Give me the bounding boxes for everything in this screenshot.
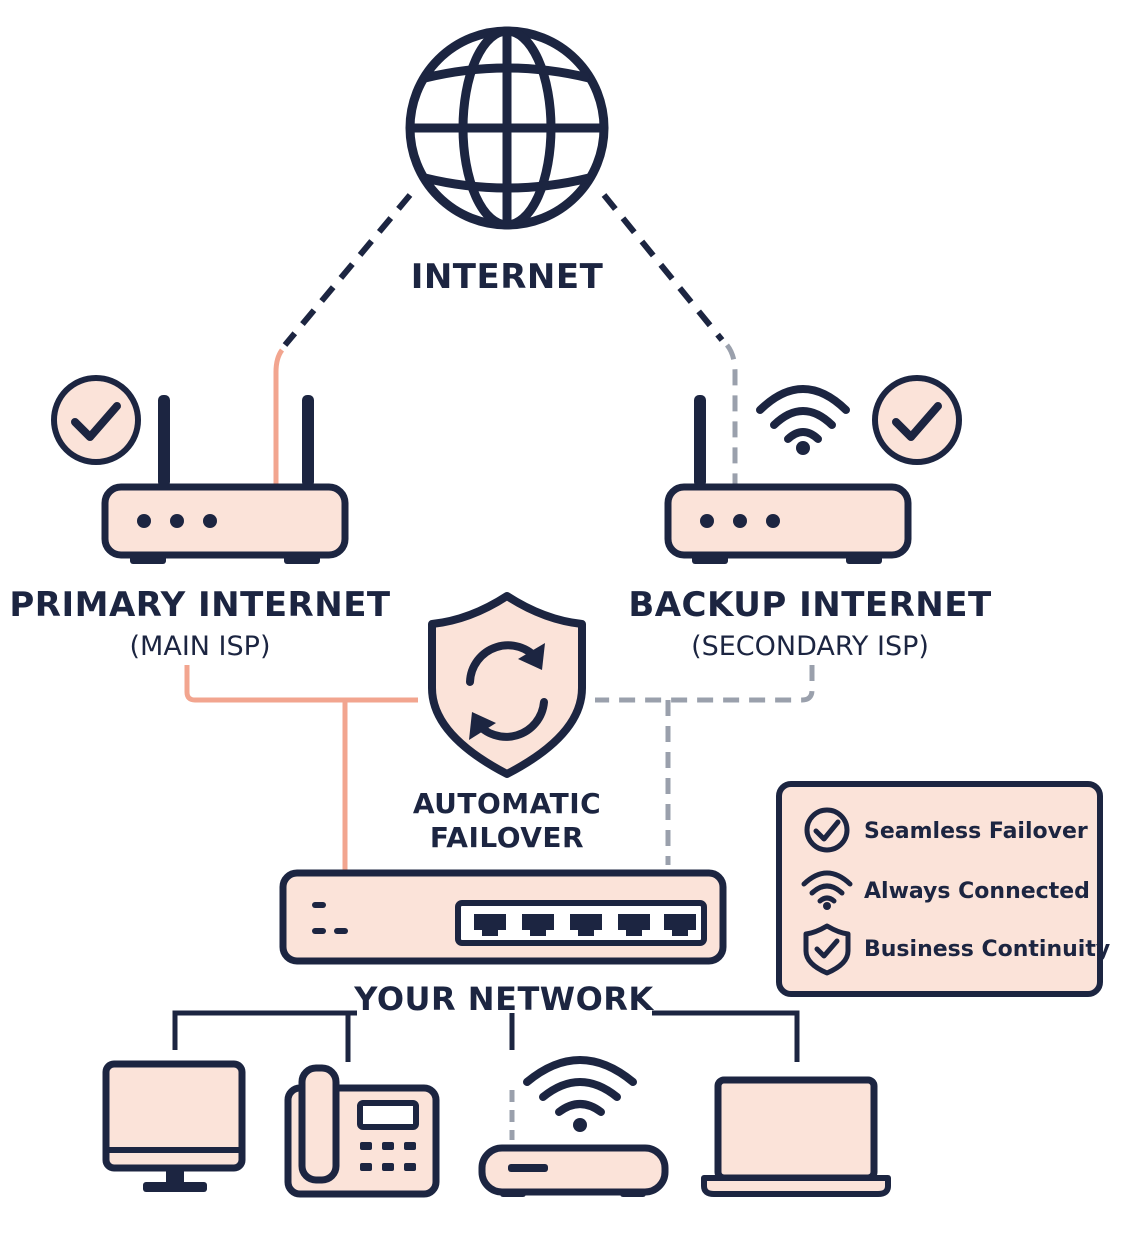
antenna-icon — [158, 395, 170, 487]
connection-lines — [172, 193, 815, 1140]
internet-to-primary-link — [282, 193, 413, 347]
backup-uplink — [724, 343, 738, 485]
wifi-icon — [756, 385, 850, 443]
primary-to-failover-link — [184, 665, 418, 703]
network-tree-left — [172, 1010, 357, 1062]
check-circle-icon — [804, 807, 850, 853]
legend-item-always-connected: Always Connected — [864, 879, 1090, 904]
primary-subtitle: (MAIN ISP) — [130, 631, 271, 662]
shield-sync-icon — [428, 592, 586, 778]
ethernet-ports — [474, 914, 696, 936]
backup-router — [664, 375, 962, 564]
network-tree-right — [652, 1010, 800, 1062]
primary-title: PRIMARY INTERNET — [9, 585, 391, 625]
backup-subtitle: (SECONDARY ISP) — [691, 631, 929, 662]
laptop-icon — [701, 1076, 891, 1197]
wifi-icon — [523, 1056, 637, 1116]
antenna-icon — [302, 395, 314, 487]
status-light — [733, 514, 747, 528]
internet-label: INTERNET — [411, 257, 604, 297]
legend-item-business-continuity: Business Continuity — [864, 937, 1110, 962]
internet-to-backup-link — [601, 193, 725, 342]
primary-router — [51, 375, 349, 564]
check-circle-icon — [872, 375, 962, 465]
desktop-monitor-icon — [102, 1060, 246, 1192]
network-label: YOUR NETWORK — [353, 980, 654, 1018]
primary-uplink — [273, 348, 285, 485]
router-body — [664, 483, 912, 559]
backup-to-failover-link — [595, 665, 815, 703]
antenna-icon — [694, 395, 706, 487]
wifi-icon — [801, 870, 853, 904]
network-switch — [279, 869, 727, 965]
status-light — [170, 514, 184, 528]
check-circle-icon — [51, 375, 141, 465]
backup-title: BACKUP INTERNET — [628, 585, 992, 625]
shield-check-icon — [803, 923, 851, 976]
desk-phone-icon — [284, 1064, 440, 1198]
status-light — [137, 514, 151, 528]
legend-box: Seamless Failover Always Connected Busin… — [776, 781, 1110, 997]
router-body — [101, 483, 349, 559]
status-light — [700, 514, 714, 528]
status-light — [203, 514, 217, 528]
failover-label-line2: FAILOVER — [430, 821, 584, 854]
wireless-access-point-icon — [478, 1056, 669, 1197]
legend-item-seamless-failover: Seamless Failover — [864, 819, 1088, 844]
globe-icon — [405, 26, 609, 230]
failover-label-line1: AUTOMATIC — [413, 787, 601, 820]
status-light — [766, 514, 780, 528]
